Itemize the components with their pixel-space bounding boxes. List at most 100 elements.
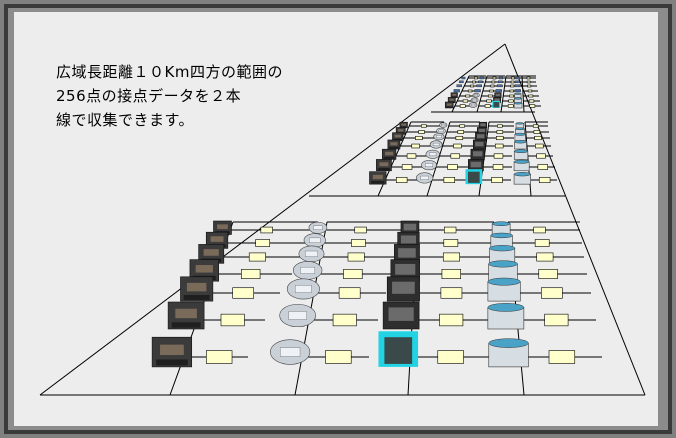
meter-display [438, 129, 444, 133]
device-mini-icon [476, 84, 482, 88]
label-box [533, 130, 541, 134]
sensor-icon [515, 80, 520, 84]
meter-display [313, 225, 323, 230]
label-box [526, 80, 531, 84]
press-base [156, 359, 188, 366]
tank-icon [390, 259, 420, 282]
caption-line-1: 広域長距離１０Km四方の範囲の [56, 63, 283, 81]
label-box [509, 94, 514, 98]
label-box [537, 164, 548, 170]
tank-icon [468, 159, 484, 172]
generator-panel [398, 248, 416, 258]
generator-panel [480, 123, 486, 127]
press-window [401, 123, 406, 126]
tank-top [490, 232, 513, 239]
pyramid-lines [39, 43, 646, 396]
label-box [415, 135, 423, 141]
meter-icon [468, 102, 478, 108]
tank-top [514, 97, 522, 100]
device-mini-icon [515, 76, 520, 80]
sensor-icon [487, 303, 525, 330]
press-machine-icon [392, 132, 404, 141]
device-mini-icon [479, 76, 484, 80]
label-box [220, 313, 245, 327]
meter-icon [470, 97, 479, 103]
press-machine-icon [369, 171, 387, 185]
label-box [450, 153, 460, 159]
label-box [205, 350, 233, 364]
press-base [371, 181, 385, 184]
device-mini-icon [515, 80, 520, 84]
tank-top [491, 221, 511, 226]
tank-icon [499, 76, 504, 80]
sensor-icon [488, 338, 529, 368]
sensor-icon [514, 84, 521, 88]
label-box [470, 84, 475, 88]
label-box [418, 130, 425, 134]
generator-panel [495, 93, 501, 97]
device-mini-icon [456, 84, 462, 88]
press-window [203, 249, 219, 256]
label-box [489, 89, 494, 93]
label-box [351, 239, 366, 247]
tank-top [487, 277, 521, 286]
label-box [535, 143, 544, 149]
caption-line-3: 線で収集できます。 [56, 111, 195, 129]
tank-icon [478, 121, 488, 129]
meter-icon [474, 89, 481, 93]
generator-panel [494, 98, 500, 102]
label-box [529, 104, 536, 108]
tank-icon [496, 84, 503, 88]
sensor-icon [490, 232, 513, 249]
meter-display [429, 152, 437, 157]
label-box [453, 143, 462, 149]
tank-icon [494, 92, 502, 98]
device-mini-icon [453, 89, 460, 93]
label-box [325, 350, 352, 364]
press-base [451, 96, 457, 98]
press-machine-icon [450, 92, 458, 98]
press-window [449, 98, 454, 101]
generator-panel [478, 128, 486, 133]
tank-top [513, 149, 529, 154]
label-box [496, 135, 504, 141]
meter-icon [429, 140, 443, 149]
press-machine-icon [458, 80, 464, 84]
meter-icon [303, 233, 326, 248]
meter-icon [478, 80, 483, 84]
meter-display [420, 175, 430, 180]
label-box [343, 269, 363, 279]
label-box [528, 94, 534, 98]
label-box [538, 269, 558, 279]
meter-icon [425, 149, 440, 159]
device-mini-icon [496, 84, 503, 88]
label-box [395, 176, 408, 184]
tank-top [515, 122, 524, 125]
label-box [443, 176, 455, 184]
meter-display [441, 124, 446, 127]
press-machine-icon [387, 139, 401, 150]
label-box [248, 252, 266, 262]
label-box [541, 287, 563, 299]
sensor-icon [487, 277, 521, 302]
press-window [452, 93, 457, 96]
tank-top [513, 159, 530, 164]
sensor-icon [491, 221, 511, 235]
sensor-icon [513, 149, 529, 160]
device-mini-icon [499, 76, 504, 80]
meter-display [472, 99, 477, 102]
meter-icon [433, 133, 445, 141]
label-box [526, 76, 531, 80]
tank-top [489, 245, 516, 252]
generator-panel [400, 235, 417, 244]
generator-panel [395, 263, 416, 275]
caption-text: 広域長距離１０Km四方の範囲の 256点の接点データを２本 線で収集できます。 [56, 60, 283, 132]
tank-icon [386, 276, 420, 302]
press-window [160, 344, 184, 356]
meter-display [425, 163, 433, 168]
generator-panel [388, 307, 414, 321]
label-box [442, 252, 460, 262]
meter-display [304, 250, 318, 257]
label-box [347, 252, 365, 262]
device-layer [151, 76, 576, 368]
